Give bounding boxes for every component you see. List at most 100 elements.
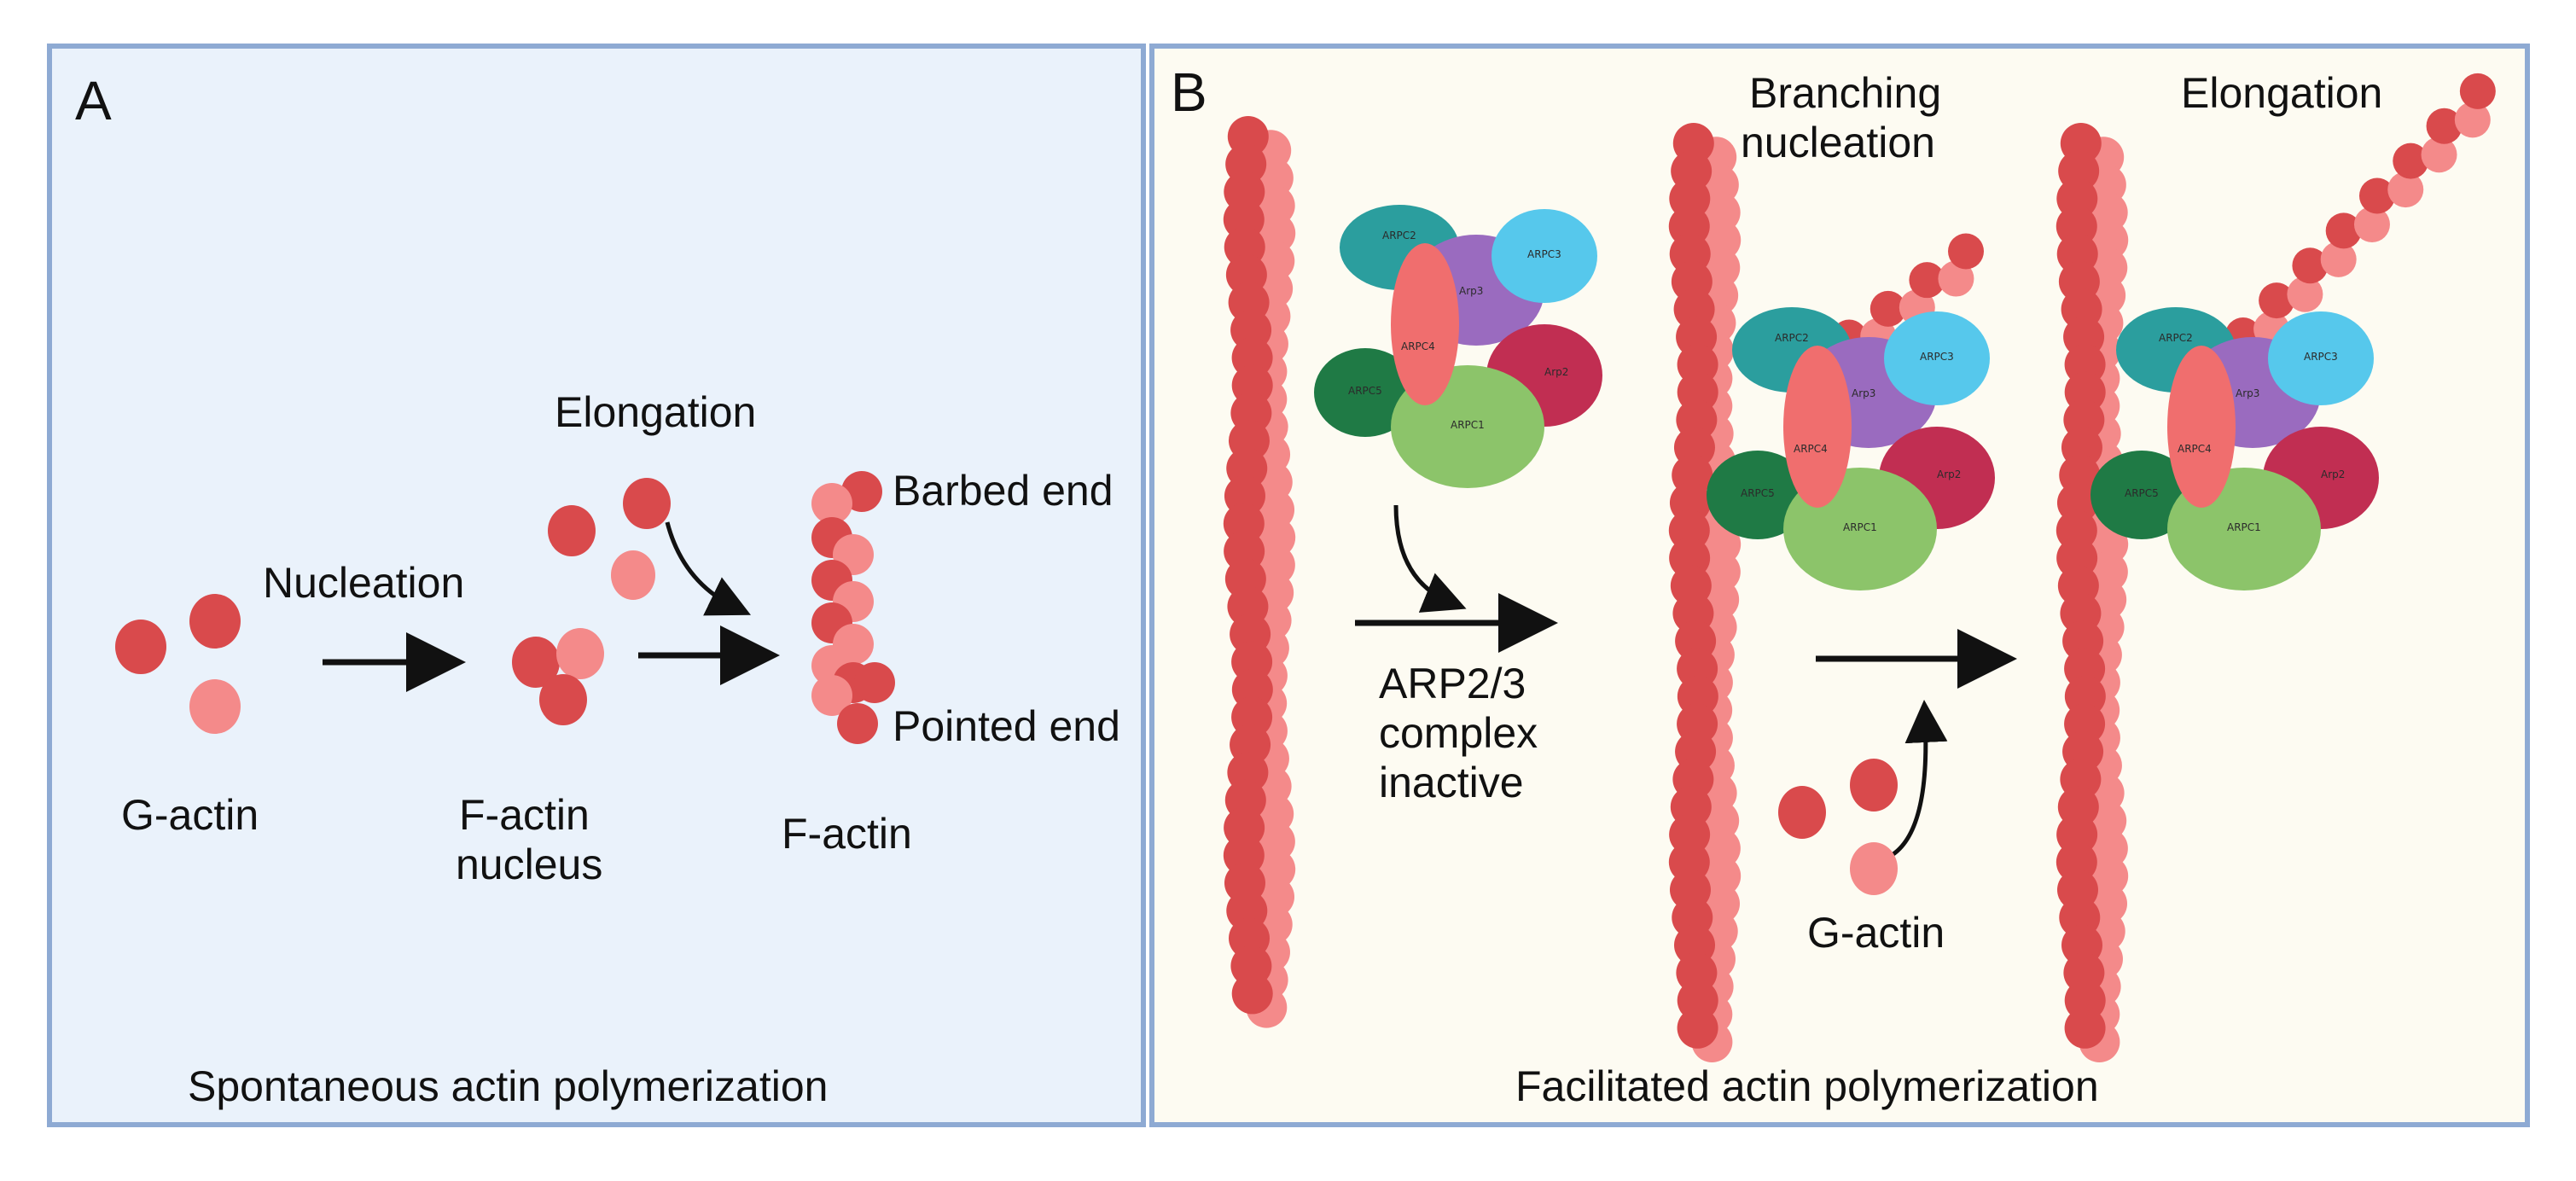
arp-subunit-blob xyxy=(1314,348,1416,437)
arp-subunit-blob xyxy=(2268,311,2374,405)
arp-subunit-label: ARPC3 xyxy=(1920,351,1954,363)
arp-subunit-label: ARPC1 xyxy=(1843,521,1877,533)
actin-subunit xyxy=(2426,108,2463,144)
actin-subunit xyxy=(811,483,852,524)
actin-monomer xyxy=(548,505,596,556)
panel-a: A G-actin Nucleation F-actin nucleus Elo… xyxy=(47,44,1146,1127)
branching-label-line2: nucleation xyxy=(1741,119,1935,166)
actin-monomer xyxy=(623,478,671,529)
f-actin-nucleus xyxy=(512,628,604,725)
arp-subunit-blob xyxy=(2167,346,2236,508)
elongation-label-a: Elongation xyxy=(555,388,756,436)
actin-monomer xyxy=(115,620,166,674)
actin-subunit xyxy=(2325,212,2362,249)
arp-subunit-label: Arp2 xyxy=(1544,366,1568,378)
actin-subunit xyxy=(2259,282,2295,319)
g-actin-label: G-actin xyxy=(121,791,259,839)
actin-monomer xyxy=(189,679,241,734)
arp-subunit-label: ARPC4 xyxy=(2178,443,2212,455)
f-actin-label: F-actin xyxy=(782,810,912,858)
barbed-end-label: Barbed end xyxy=(893,467,1114,515)
g-actin-label-b: G-actin xyxy=(1807,909,1945,957)
panel-a-caption: Spontaneous actin polymerization xyxy=(188,1062,828,1110)
f-actin-nucleus-label-line2: nucleus xyxy=(456,841,602,888)
actin-subunit xyxy=(1948,233,1985,270)
arp-subunit-label: Arp3 xyxy=(1852,387,1875,399)
actin-subunit xyxy=(811,675,852,716)
arp-subunit-label: ARPC4 xyxy=(1794,443,1828,455)
actin-subunit xyxy=(2393,143,2429,179)
arp-subunit-label: ARPC5 xyxy=(1348,385,1382,397)
actin-monomer xyxy=(512,637,560,688)
arp-label-line1: ARP2/3 xyxy=(1379,660,1526,707)
mother-filament-elongation xyxy=(2056,123,2129,1062)
panel-b-letter: B xyxy=(1171,61,1207,123)
arp-subunit-label: Arp2 xyxy=(1937,468,1961,480)
arp-subunit-label: Arp3 xyxy=(2236,387,2259,399)
actin-subunit xyxy=(854,662,895,703)
arp-subunit-label: ARPC5 xyxy=(1741,487,1775,499)
g-actin-monomers xyxy=(115,594,241,734)
nucleation-label: Nucleation xyxy=(263,559,464,607)
arp-subunit-label: ARPC3 xyxy=(2304,351,2338,363)
arp-label-line2: complex xyxy=(1379,709,1538,757)
daughter-filament-long xyxy=(2219,73,2496,382)
arp-subunit-blob xyxy=(1391,243,1459,405)
arp-subunit-label: Arp2 xyxy=(2321,468,2345,480)
arp-subunit-label: ARPC2 xyxy=(1775,332,1809,344)
pointed-end-label: Pointed end xyxy=(893,702,1120,750)
activation-curved-arrow xyxy=(1393,504,1467,613)
actin-subunit xyxy=(2353,207,2390,243)
actin-subunit xyxy=(2292,247,2329,284)
actin-subunit xyxy=(2287,276,2323,312)
actin-monomer xyxy=(189,594,241,649)
actin-subunit xyxy=(837,703,878,744)
actin-monomer xyxy=(1850,842,1898,895)
actin-subunit xyxy=(1677,1007,1718,1049)
f-actin-nucleus-label-line1: F-actin xyxy=(459,791,590,839)
elongation-label-b: Elongation xyxy=(2181,69,2382,117)
actin-monomer xyxy=(1778,786,1826,839)
arp-label-line3: inactive xyxy=(1379,759,1524,806)
actin-subunit xyxy=(1909,262,1945,299)
actin-subunit xyxy=(2421,137,2457,173)
actin-subunit xyxy=(2064,1007,2106,1049)
arp-subunit-blob xyxy=(1492,209,1597,303)
branching-label-line1: Branching xyxy=(1749,69,1941,117)
arp-subunit-blob xyxy=(2090,451,2193,539)
elongation-curved-arrow xyxy=(665,521,751,616)
actin-monomer xyxy=(1850,759,1898,812)
arp-subunit-blob xyxy=(1884,311,1990,405)
actin-subunit xyxy=(2387,172,2424,208)
actin-subunit xyxy=(1869,290,1906,327)
f-actin-filament xyxy=(811,471,895,744)
actin-subunit xyxy=(1938,260,1974,297)
arp-subunit-blob xyxy=(1707,451,1809,539)
actin-monomer xyxy=(556,628,604,679)
arp-subunit-label: ARPC2 xyxy=(1382,230,1416,241)
actin-monomer xyxy=(611,550,655,600)
mother-filament-branching xyxy=(1668,123,1742,1062)
panel-a-letter: A xyxy=(75,70,112,131)
panel-a-frame xyxy=(47,44,1146,1127)
arp-subunit-label: ARPC3 xyxy=(1527,248,1561,260)
arp-subunit-label: ARPC1 xyxy=(2227,521,2261,533)
arp-subunit-label: ARPC4 xyxy=(1401,340,1435,352)
actin-subunit xyxy=(2459,73,2496,109)
actin-subunit xyxy=(2454,102,2491,138)
panel-b-caption: Facilitated actin polymerization xyxy=(1515,1062,2099,1110)
arp-subunit-label: ARPC5 xyxy=(2125,487,2159,499)
actin-subunit xyxy=(1231,973,1273,1015)
arp-subunit-label: ARPC1 xyxy=(1451,419,1485,431)
arp-subunit-label: ARPC2 xyxy=(2159,332,2193,344)
actin-subunit xyxy=(2320,241,2357,277)
actin-monomer xyxy=(539,674,587,725)
mother-filament-inactive xyxy=(1223,116,1296,1028)
arp-subunit-blob xyxy=(1783,346,1852,508)
actin-subunit xyxy=(2358,177,2395,214)
